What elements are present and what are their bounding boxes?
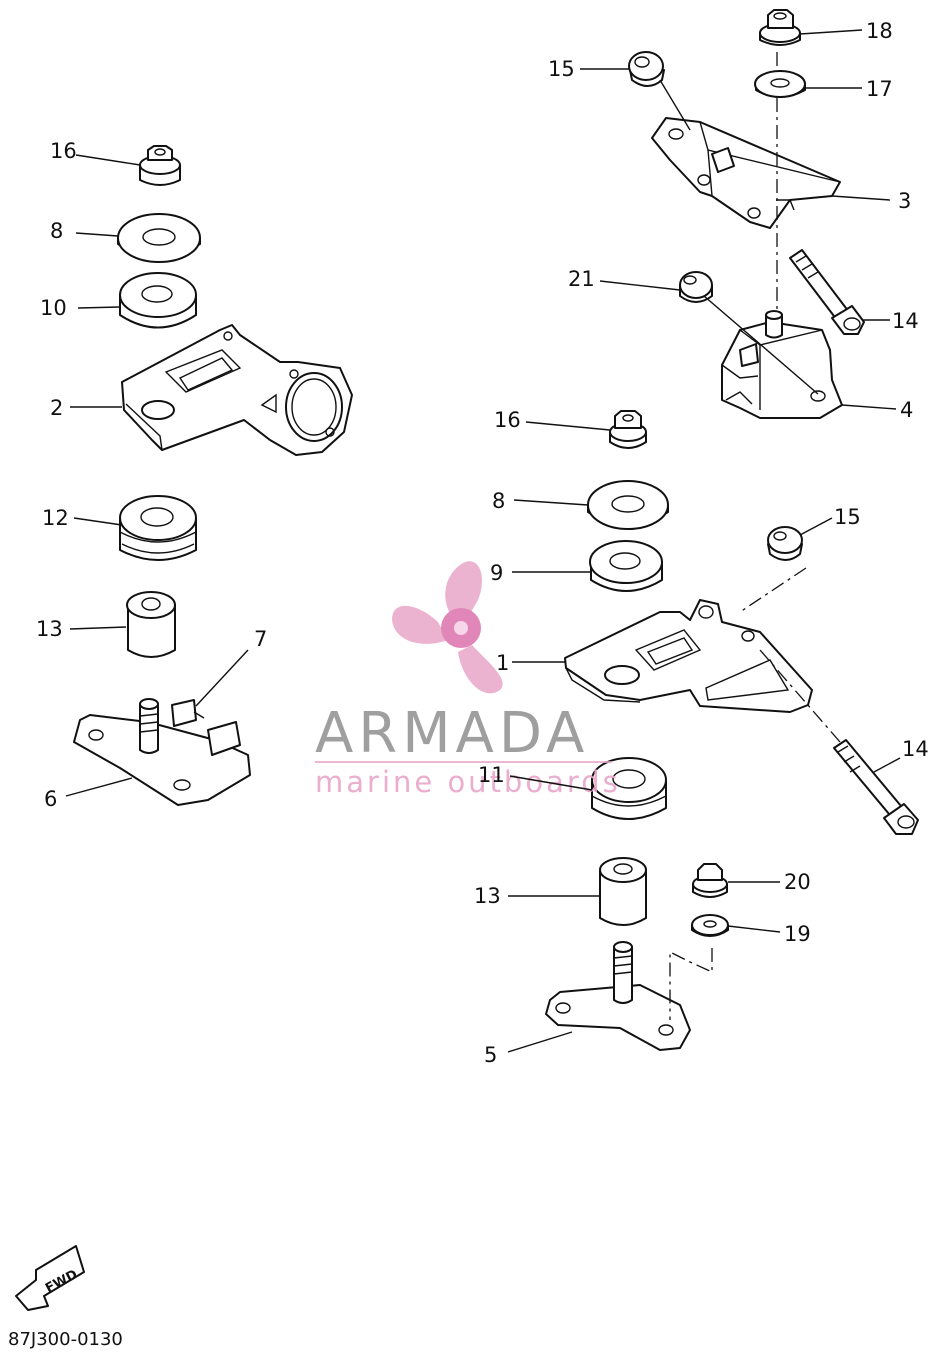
- callout-13-right: 13: [474, 884, 600, 908]
- callout-label: 2: [50, 396, 63, 420]
- part-18-nut: [759, 9, 801, 46]
- centerline-19-5: [669, 948, 713, 1020]
- callout-21: 21: [568, 267, 681, 291]
- centerline-15-1: [739, 567, 807, 613]
- part-6-lower-mount-plate: [73, 698, 251, 806]
- part-16-nut-left: [139, 145, 181, 186]
- callout-11: 11: [478, 763, 593, 791]
- callout-18: 18: [799, 19, 893, 43]
- callout-label: 16: [494, 408, 521, 432]
- callout-label: 1: [496, 651, 509, 675]
- callout-label: 4: [900, 398, 913, 422]
- callout-label: 11: [478, 763, 505, 787]
- centerline-1-14: [759, 649, 841, 743]
- callout-label: 14: [892, 309, 919, 333]
- callout-label: 16: [50, 139, 77, 163]
- part-1-lower-bracket: [564, 599, 813, 713]
- callout-label: 12: [42, 506, 69, 530]
- callout-17: 17: [806, 77, 893, 101]
- callout-10: 10: [40, 296, 121, 320]
- part-15-nut-lower: [767, 526, 803, 561]
- callout-7: 7: [195, 627, 267, 707]
- part-11-grommet: [591, 757, 667, 820]
- callout-label: 15: [834, 505, 861, 529]
- part-5-lower-mount-plate: [545, 941, 691, 1051]
- callout-16-right: 16: [494, 408, 611, 432]
- callout-8-right: 8: [492, 489, 589, 513]
- callout-label: 10: [40, 296, 67, 320]
- part-9-bushing: [589, 540, 663, 592]
- fwd-arrow-icon: FWD: [15, 1245, 85, 1311]
- guide-line-15-3: [659, 79, 691, 131]
- guide-line-21-4: [703, 295, 819, 395]
- callout-16-left: 16: [50, 139, 141, 166]
- part-10-bushing-left: [119, 272, 197, 329]
- callout-label: 14: [902, 737, 929, 761]
- callout-3: 3: [831, 189, 911, 213]
- part-2-upper-bracket: [121, 324, 353, 456]
- part-14-bolt-upper: [789, 249, 865, 335]
- callout-label: 20: [784, 870, 811, 894]
- callout-20: 20: [728, 870, 811, 894]
- callout-label: 7: [254, 627, 267, 651]
- callout-6: 6: [44, 777, 133, 811]
- callout-5: 5: [484, 1031, 573, 1067]
- part-19-washer: [691, 914, 729, 937]
- part-12-grommet-left: [119, 495, 197, 561]
- part-17-washer: [754, 70, 806, 98]
- callout-label: 13: [474, 884, 501, 908]
- part-8-washer-left: [117, 213, 201, 263]
- callout-label: 8: [50, 219, 63, 243]
- callout-12: 12: [42, 506, 123, 530]
- callout-4: 4: [841, 398, 913, 422]
- propeller-logo-icon: [392, 561, 503, 694]
- callout-1: 1: [496, 651, 566, 675]
- part-3-upper-bracket: [651, 117, 841, 229]
- callout-14-upper: 14: [862, 309, 919, 333]
- diagram-code: 87J300-0130: [8, 1329, 123, 1350]
- part-21-nut: [679, 271, 713, 303]
- callout-label: 13: [36, 617, 63, 641]
- part-13-collar-right: [599, 857, 647, 926]
- part-8-washer-right: [587, 480, 669, 530]
- callout-14-lower: 14: [873, 737, 929, 773]
- callout-19: 19: [727, 922, 811, 946]
- part-14-bolt-lower: [833, 739, 919, 835]
- callout-label: 9: [490, 561, 503, 585]
- callout-label: 19: [784, 922, 811, 946]
- callout-label: 6: [44, 787, 57, 811]
- watermark-title: ARMADA: [315, 701, 589, 766]
- callout-label: 8: [492, 489, 505, 513]
- part-20-nut: [692, 863, 728, 898]
- armada-watermark: ARMADA marine outboards: [315, 561, 621, 799]
- callout-label: 21: [568, 267, 595, 291]
- part-16-nut-right: [609, 410, 647, 449]
- part-13-collar-left: [126, 591, 176, 658]
- callout-label: 15: [548, 57, 575, 81]
- callout-15-upper: 15: [548, 57, 630, 81]
- part-4-rubber-mount: [721, 310, 843, 419]
- watermark-subtitle: marine outboards: [315, 765, 621, 799]
- callout-label: 18: [866, 19, 893, 43]
- part-15-nut-upper: [628, 51, 665, 87]
- callout-2: 2: [50, 396, 122, 420]
- callout-15-lower: 15: [799, 505, 861, 536]
- callout-label: 17: [866, 77, 893, 101]
- callout-8-left: 8: [50, 219, 119, 243]
- callout-label: 3: [898, 189, 911, 213]
- callout-13-left: 13: [36, 617, 127, 641]
- callout-label: 5: [484, 1043, 497, 1067]
- callout-9: 9: [490, 561, 591, 585]
